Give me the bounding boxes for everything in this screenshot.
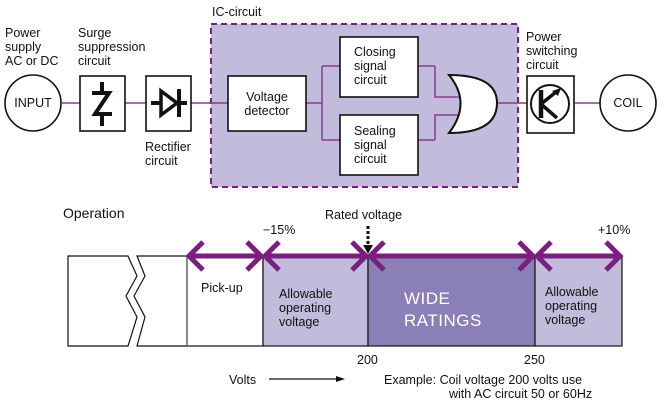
label-line: operating	[279, 301, 332, 315]
operation-title: Operation	[63, 205, 125, 221]
voltage-detector-label: Voltage detector	[228, 90, 306, 118]
power-switching-caption: Power switching circuit	[526, 30, 577, 72]
input-label: INPUT	[14, 96, 52, 110]
label-line: voltage	[545, 313, 586, 327]
coil-label: COIL	[613, 96, 643, 110]
transistor-icon	[530, 84, 570, 124]
plus-10-label: +10%	[598, 223, 631, 237]
coil-node	[599, 74, 657, 132]
label-line: circuit	[354, 152, 387, 166]
label-line: RATINGS	[404, 311, 482, 330]
or-gate-icon	[446, 73, 499, 135]
caption-line: circuit	[145, 154, 178, 168]
closing-signal-label: Closing signal circuit	[354, 45, 396, 87]
rated-voltage-label: Rated voltage	[325, 208, 403, 222]
surge-caption: Surge suppression circuit	[78, 26, 145, 68]
caption-line: Surge	[78, 26, 112, 40]
segment-pickup	[186, 255, 264, 347]
rated-voltage-marker	[363, 226, 373, 254]
minus-15-label: −15%	[263, 223, 296, 237]
caption-line: AC or DC	[5, 54, 59, 68]
label-line: signal	[354, 138, 387, 152]
allowable-high-label: Allowable operating voltage	[545, 285, 599, 327]
caption-line: supply	[5, 40, 42, 54]
tick-200: 200	[357, 353, 378, 367]
label-line: voltage	[279, 315, 320, 329]
closing-signal-box	[339, 36, 419, 98]
note-line: Example: Coil voltage 200 volts use	[384, 373, 583, 387]
label-line: circuit	[354, 73, 387, 87]
example-note: Example: Coil voltage 200 volts use with…	[384, 373, 592, 401]
range-arrows	[185, 240, 624, 272]
tick-250: 250	[524, 353, 545, 367]
label-line: WIDE	[404, 289, 451, 308]
rectifier-caption: Rectifier circuit	[145, 140, 191, 168]
caption-line: Rectifier	[145, 140, 191, 154]
sealing-signal-label: Sealing signal circuit	[354, 124, 396, 166]
allowable-low-label: Allowable operating voltage	[279, 287, 333, 329]
note-line: with AC circuit 50 or 60Hz	[449, 387, 593, 401]
caption-line: Power	[526, 30, 562, 44]
label-line: Allowable	[279, 287, 333, 301]
caption-line: Power	[5, 26, 41, 40]
bar-break-right	[133, 255, 188, 347]
input-caption: Power supply AC or DC	[5, 26, 58, 68]
caption-line: suppression	[78, 40, 146, 54]
voltage-detector-box	[227, 75, 307, 132]
wide-ratings-label: WIDE RATINGS	[404, 288, 482, 332]
label-line: detector	[244, 104, 290, 118]
caption-line: circuit	[78, 54, 111, 68]
label-line: operating	[545, 299, 598, 313]
segment-allowable-low	[262, 255, 369, 347]
input-node	[4, 74, 62, 132]
segment-wide-ratings	[367, 255, 536, 347]
label-line: signal	[354, 59, 387, 73]
label-line: Voltage	[246, 90, 288, 104]
label-line: Allowable	[545, 285, 599, 299]
pickup-label: Pick-up	[201, 281, 243, 295]
diode-icon	[151, 87, 187, 119]
ic-circuit-title: IC-circuit	[212, 5, 262, 19]
volts-label: Volts	[229, 373, 257, 387]
bar-break-left	[67, 255, 138, 347]
volts-arrow	[269, 376, 345, 382]
caption-line: circuit	[526, 58, 559, 72]
caption-line: switching	[526, 44, 578, 58]
zener-diode-icon	[91, 82, 113, 126]
label-line: Closing	[354, 45, 396, 59]
label-line: Sealing	[354, 124, 396, 138]
wires	[62, 65, 600, 141]
sealing-signal-box	[339, 114, 419, 176]
